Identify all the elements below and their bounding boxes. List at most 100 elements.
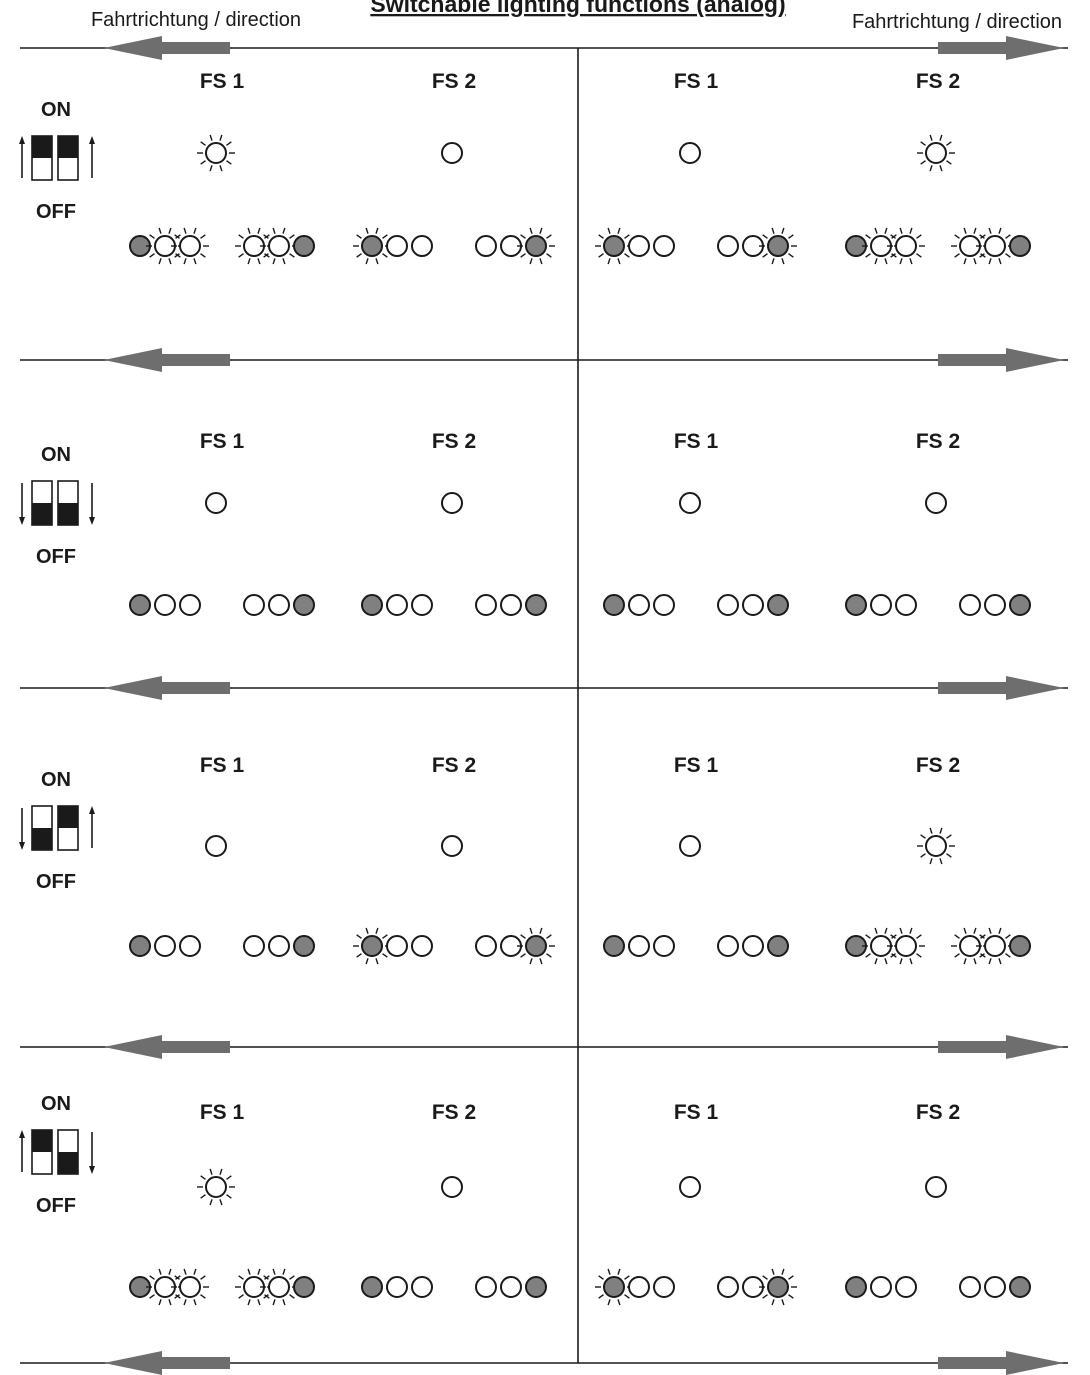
lamp-empty: [679, 1176, 701, 1198]
switch-on-label: ON: [41, 99, 71, 121]
arrow-shaft: [938, 1357, 1010, 1369]
lamp-ray: [282, 1268, 286, 1275]
lamp-ray: [382, 253, 388, 258]
lamp-dark: [603, 594, 625, 616]
lamp-ray: [946, 834, 952, 839]
lamp-circle: [441, 492, 463, 514]
lamp-glow: [887, 227, 925, 265]
lamp-ray: [788, 253, 794, 258]
lamp-empty: [984, 594, 1006, 616]
lamp-glow: [197, 1168, 235, 1206]
lamp-circle: [475, 1276, 497, 1298]
lamp-circle: [525, 235, 547, 257]
cab-label: FS 1: [674, 754, 719, 777]
lamp-ray: [617, 1268, 621, 1275]
lamp-circle: [628, 235, 650, 257]
lamp-empty: [268, 935, 290, 957]
lamp-circle: [268, 935, 290, 957]
lamp-ray: [200, 234, 206, 239]
lamp-ray: [183, 1268, 187, 1275]
lamp-empty: [870, 1276, 892, 1298]
lamp-circle: [925, 835, 947, 857]
lamp-ray: [890, 934, 896, 939]
lamp-dark: [293, 235, 315, 257]
lamp-ray: [865, 234, 871, 239]
lamp-group-front: [845, 927, 925, 965]
direction-label-left: Fahrtrichtung / direction: [91, 9, 301, 31]
lamp-ray: [546, 253, 552, 258]
lamp-glow: [260, 227, 298, 265]
arrow-head: [104, 1035, 162, 1059]
lamp-empty: [205, 835, 227, 857]
lamp-dark: [603, 935, 625, 957]
lamp-group-rear: [475, 1276, 547, 1298]
lamp-circle: [603, 1276, 625, 1298]
lamp-circle: [205, 492, 227, 514]
lamp-ray: [529, 227, 533, 234]
lamp-ray: [598, 234, 604, 239]
lamp-group-rear: [951, 227, 1031, 265]
direction-arrow-right: [938, 1351, 1064, 1375]
lamp-circle: [361, 1276, 383, 1298]
lamp-glow: [917, 827, 955, 865]
arrow-head: [104, 348, 162, 372]
lamp-ray: [282, 258, 286, 265]
lamp-circle: [411, 594, 433, 616]
lamp-ray: [529, 927, 533, 934]
lamp-ray: [624, 1275, 630, 1280]
lamp-ray: [1005, 253, 1011, 258]
lamp-empty: [717, 935, 739, 957]
cab-label: FS 2: [916, 754, 960, 777]
lamp-group-front: [603, 935, 675, 957]
switch-off-label: OFF: [36, 201, 76, 223]
lamp-empty: [679, 835, 701, 857]
lamp-circle: [653, 235, 675, 257]
lamp-ray: [909, 258, 913, 265]
cab-label: FS 1: [674, 70, 719, 93]
lamp-ray: [183, 258, 187, 265]
lamp-ray: [149, 234, 155, 239]
lamp-circle: [243, 935, 265, 957]
lamp-ray: [200, 141, 206, 146]
lamp-group-rear: [475, 227, 555, 265]
lamp-circle: [767, 935, 789, 957]
lamp-ray: [963, 927, 967, 934]
cab-label: FS 1: [200, 430, 245, 453]
lamp-empty: [679, 492, 701, 514]
lamp-circle: [411, 235, 433, 257]
cab-label: FS 1: [200, 70, 245, 93]
lamp-glow: [146, 1268, 184, 1306]
arrow-shaft: [158, 354, 230, 366]
lamp-ray: [174, 253, 180, 258]
arrow-shaft: [158, 682, 230, 694]
switch-knob: [58, 136, 78, 158]
lamp-circle: [386, 1276, 408, 1298]
lamp-empty: [628, 594, 650, 616]
lamp-glow: [235, 1268, 273, 1306]
lamp-dark: [293, 1276, 315, 1298]
lamp-dark: [525, 1276, 547, 1298]
lamp-circle: [895, 1276, 917, 1298]
lamp-ray: [617, 258, 621, 265]
lamp-ray: [916, 953, 922, 958]
lamp-ray: [219, 165, 223, 172]
lamp-group-rear: [475, 927, 555, 965]
lamp-circle: [925, 492, 947, 514]
lamp-ray: [520, 934, 526, 939]
lamp-ray: [272, 258, 276, 265]
lamp-ray: [865, 934, 871, 939]
lamp-group-front: [595, 227, 675, 265]
lamp-group-front: [603, 594, 675, 616]
lamp-group-front: [361, 594, 433, 616]
lamp-ray: [890, 234, 896, 239]
lamp-ray: [365, 258, 369, 265]
lamp-dark_glow: [353, 227, 391, 265]
lamp-empty: [475, 235, 497, 257]
lamp-ray: [226, 1175, 232, 1180]
lamp-dark: [293, 935, 315, 957]
lamp-empty: [475, 1276, 497, 1298]
lamp-ray: [909, 927, 913, 934]
lamp-empty: [386, 935, 408, 957]
